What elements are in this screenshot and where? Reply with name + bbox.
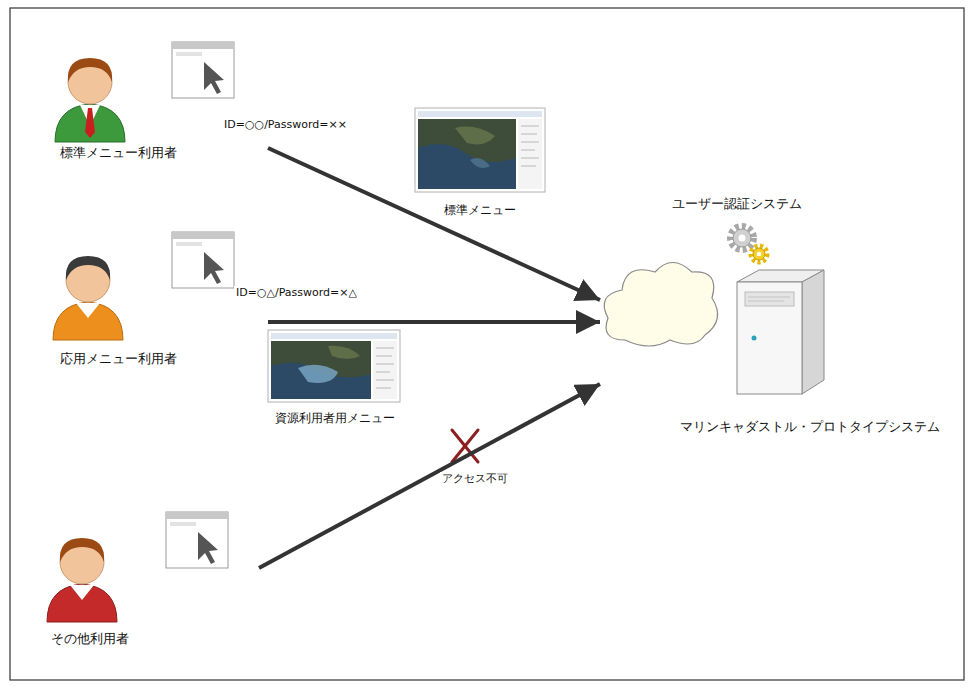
edge-label: ID=○○/Password=××	[222, 118, 349, 132]
browser-icon	[172, 42, 234, 98]
person-icon	[47, 538, 117, 622]
browser-icon	[166, 512, 228, 568]
user-node: その他利用者	[35, 508, 259, 648]
menu-caption: 標準メニュー	[444, 202, 516, 218]
frame	[10, 8, 964, 680]
node-subcaption: マリンキャダストル・プロトタイプシステム	[600, 418, 974, 436]
server-icon	[737, 270, 824, 394]
system-node: ユーザー認証システムマリンキャダストル・プロトタイプシステム	[600, 195, 974, 436]
gear-icon	[730, 226, 767, 262]
browser-icon	[172, 232, 234, 288]
edge-label: アクセス不可	[440, 472, 510, 486]
node-caption: ユーザー認証システム	[600, 195, 974, 213]
access-arrow	[268, 148, 600, 300]
user-node: 標準メニュー利用者	[40, 40, 268, 162]
node-caption: その他利用者	[35, 630, 259, 648]
edge-label: ID=○△/Password=×△	[234, 286, 359, 300]
screenshot-thumbnail	[268, 330, 400, 402]
network-cloud	[604, 263, 717, 347]
node-caption: 標準メニュー利用者	[40, 144, 268, 162]
person-icon	[55, 58, 125, 142]
access-arrow	[268, 320, 600, 324]
node-caption: 応用メニュー利用者	[40, 350, 268, 368]
person-icon	[53, 256, 123, 340]
access-arrow	[259, 384, 600, 568]
screenshot-thumbnail	[415, 108, 545, 192]
menu-caption: 資源利用者用メニュー	[275, 410, 395, 426]
